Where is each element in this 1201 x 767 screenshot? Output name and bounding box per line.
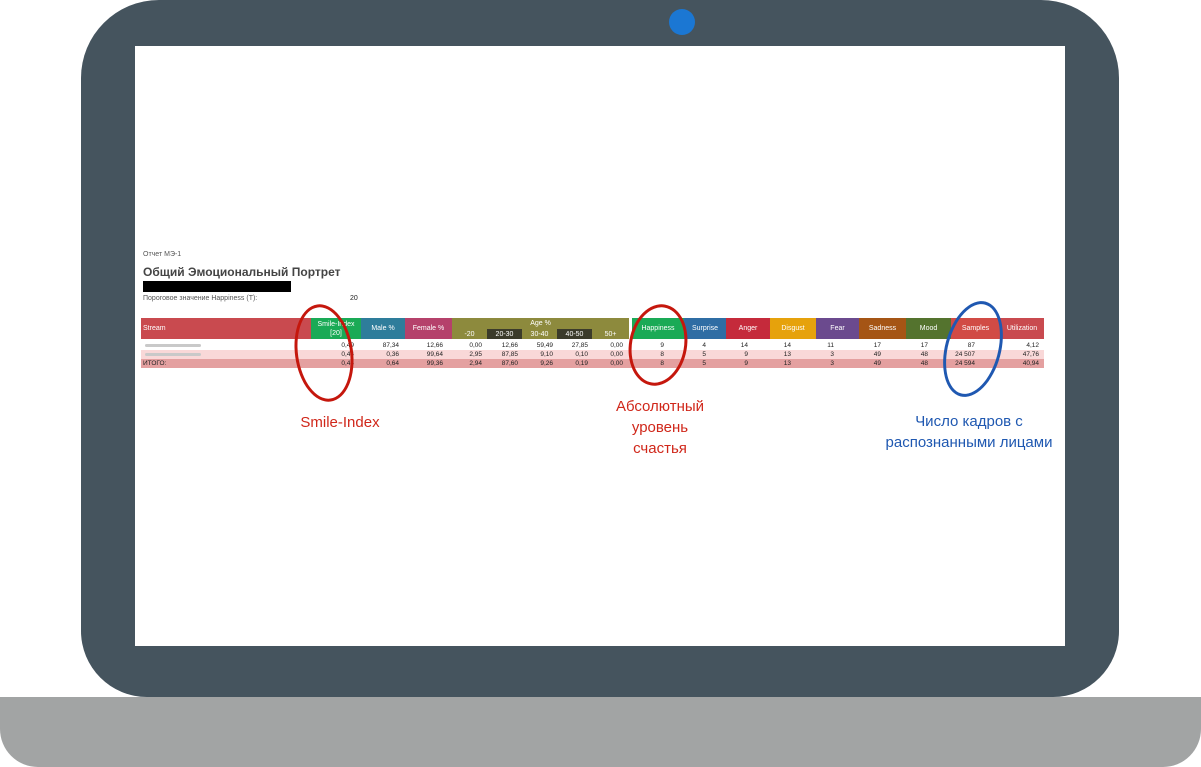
table-cell: 11 [827, 342, 834, 349]
threshold-label: Пороговое значение Happiness (T): [143, 295, 258, 302]
table-cell: 59,49 [536, 342, 553, 349]
table-cell: 0,00 [610, 360, 623, 367]
header-smile-index: Smile-Index [20] [311, 318, 361, 339]
table-cell: 40,94 [1022, 360, 1039, 367]
table-cell: 12,66 [426, 342, 443, 349]
table-cell: 0,44 [341, 351, 354, 358]
happiness-circle [622, 299, 694, 391]
table-cell: 5 [702, 351, 706, 358]
table-cell: 99,36 [426, 360, 443, 367]
table-cell: 0,00 [469, 342, 482, 349]
header-smile-index-label: Smile-Index [317, 320, 355, 328]
camera-icon [669, 9, 695, 35]
table-cell: 48 [920, 351, 928, 358]
redacted-name [143, 281, 291, 292]
header-sadness: Sadness [859, 318, 906, 339]
table-cell: 0,44 [341, 360, 354, 367]
table-cell: 27,85 [571, 342, 588, 349]
table-cell: 8 [660, 360, 664, 367]
table-cell: 0,00 [610, 351, 623, 358]
header-male: Male % [361, 318, 405, 339]
table-cell: 4,12 [1026, 342, 1039, 349]
report-title: Общий Эмоциональный Портрет [143, 265, 341, 279]
header-age-group: -20 [452, 329, 487, 339]
table-cell: 9,26 [540, 360, 553, 367]
table-cell: 12,66 [501, 342, 518, 349]
table-cell: 87 [967, 342, 975, 349]
header-surprise: Surprise [684, 318, 726, 339]
header-disgust: Disgust [770, 318, 816, 339]
table-cell: 17 [873, 342, 881, 349]
table-cell: 24 507 [955, 351, 975, 358]
header-happiness: Happiness [632, 318, 684, 339]
table-cell: 0,64 [386, 360, 399, 367]
table-cell: 8 [660, 351, 664, 358]
annotation-samples-line: распознанными лицами [885, 434, 1053, 451]
report-label: Отчет МЭ-1 [143, 251, 182, 258]
table-row: 0,49 87,34 12,66 0,00 12,66 59,49 27,85 0,00 9 4 1… [141, 341, 1044, 350]
header-stream: Stream [141, 318, 313, 339]
blurred-stream-name [145, 344, 201, 347]
annotation-happiness-line: уровень [631, 419, 689, 436]
table-cell: 2,94 [469, 360, 482, 367]
header-female: Female % [405, 318, 452, 339]
table-cell: 9,10 [540, 351, 553, 358]
smile-index-circle [288, 300, 360, 406]
table-cell: 9 [744, 360, 748, 367]
annotation-samples: Число кадров с распознанными лицами [877, 411, 1061, 453]
table-row-total: ИТОГО: 0,44 0,64 99,36 2,94 87,60 9,26 0,19 0,0… [141, 359, 1044, 368]
table-cell: 0,36 [386, 351, 399, 358]
table-cell: 24 594 [955, 360, 975, 367]
table-cell: 99,64 [426, 351, 443, 358]
header-age-group: 20-30 [487, 329, 522, 339]
laptop-screen: Отчет МЭ-1 Общий Эмоциональный Портрет П… [135, 46, 1065, 646]
table-cell: 0,49 [341, 342, 354, 349]
header-samples: Samples [951, 318, 1000, 339]
annotation-samples-line: Число кадров с [915, 413, 1023, 430]
table-cell: 5 [702, 360, 706, 367]
header-fear: Fear [816, 318, 859, 339]
table-cell: 3 [830, 360, 834, 367]
total-label: ИТОГО: [143, 360, 167, 367]
table-cell: 2,95 [469, 351, 482, 358]
header-age-group: 50+ [592, 329, 629, 339]
table-cell: 0,19 [575, 360, 588, 367]
table-cell: 0,00 [610, 342, 623, 349]
header-age-group: 40-50 [557, 329, 592, 339]
header-age-group: 30-40 [522, 329, 557, 339]
table-cell: 48 [920, 360, 928, 367]
header-anger: Anger [726, 318, 770, 339]
table-cell: 9 [744, 351, 748, 358]
table-cell: 14 [740, 342, 748, 349]
annotation-smile-index: Smile-Index [300, 414, 380, 431]
table-cell: 87,34 [382, 342, 399, 349]
table-cell: 87,60 [501, 360, 518, 367]
header-age: Age % [452, 318, 629, 329]
threshold-value: 20 [350, 295, 358, 302]
table-cell: 49 [873, 351, 881, 358]
table-cell: 0,10 [575, 351, 588, 358]
blurred-stream-name [145, 353, 201, 356]
table-cell: 4 [702, 342, 706, 349]
table-cell: 13 [783, 351, 791, 358]
header-mood: Mood [906, 318, 951, 339]
samples-circle [933, 294, 1013, 404]
annotation-happiness-line: счастья [633, 440, 687, 457]
table-cell: 13 [783, 360, 791, 367]
table-row: 0,44 0,36 99,64 2,95 87,85 9,10 0,10 0,00 8 5 9 13 3… [141, 350, 1044, 359]
laptop-base [0, 697, 1201, 767]
table-cell: 9 [660, 342, 664, 349]
table-cell: 3 [830, 351, 834, 358]
table-cell: 87,85 [501, 351, 518, 358]
table-cell: 49 [873, 360, 881, 367]
annotation-happiness: Абсолютный уровень счастья [590, 396, 730, 459]
annotation-happiness-line: Абсолютный [615, 398, 705, 415]
table-cell: 17 [920, 342, 928, 349]
header-utilization: Utilization [1000, 318, 1044, 339]
table-cell: 47,76 [1022, 351, 1039, 358]
header-smile-index-sub: [20] [330, 329, 342, 337]
table-cell: 14 [783, 342, 791, 349]
